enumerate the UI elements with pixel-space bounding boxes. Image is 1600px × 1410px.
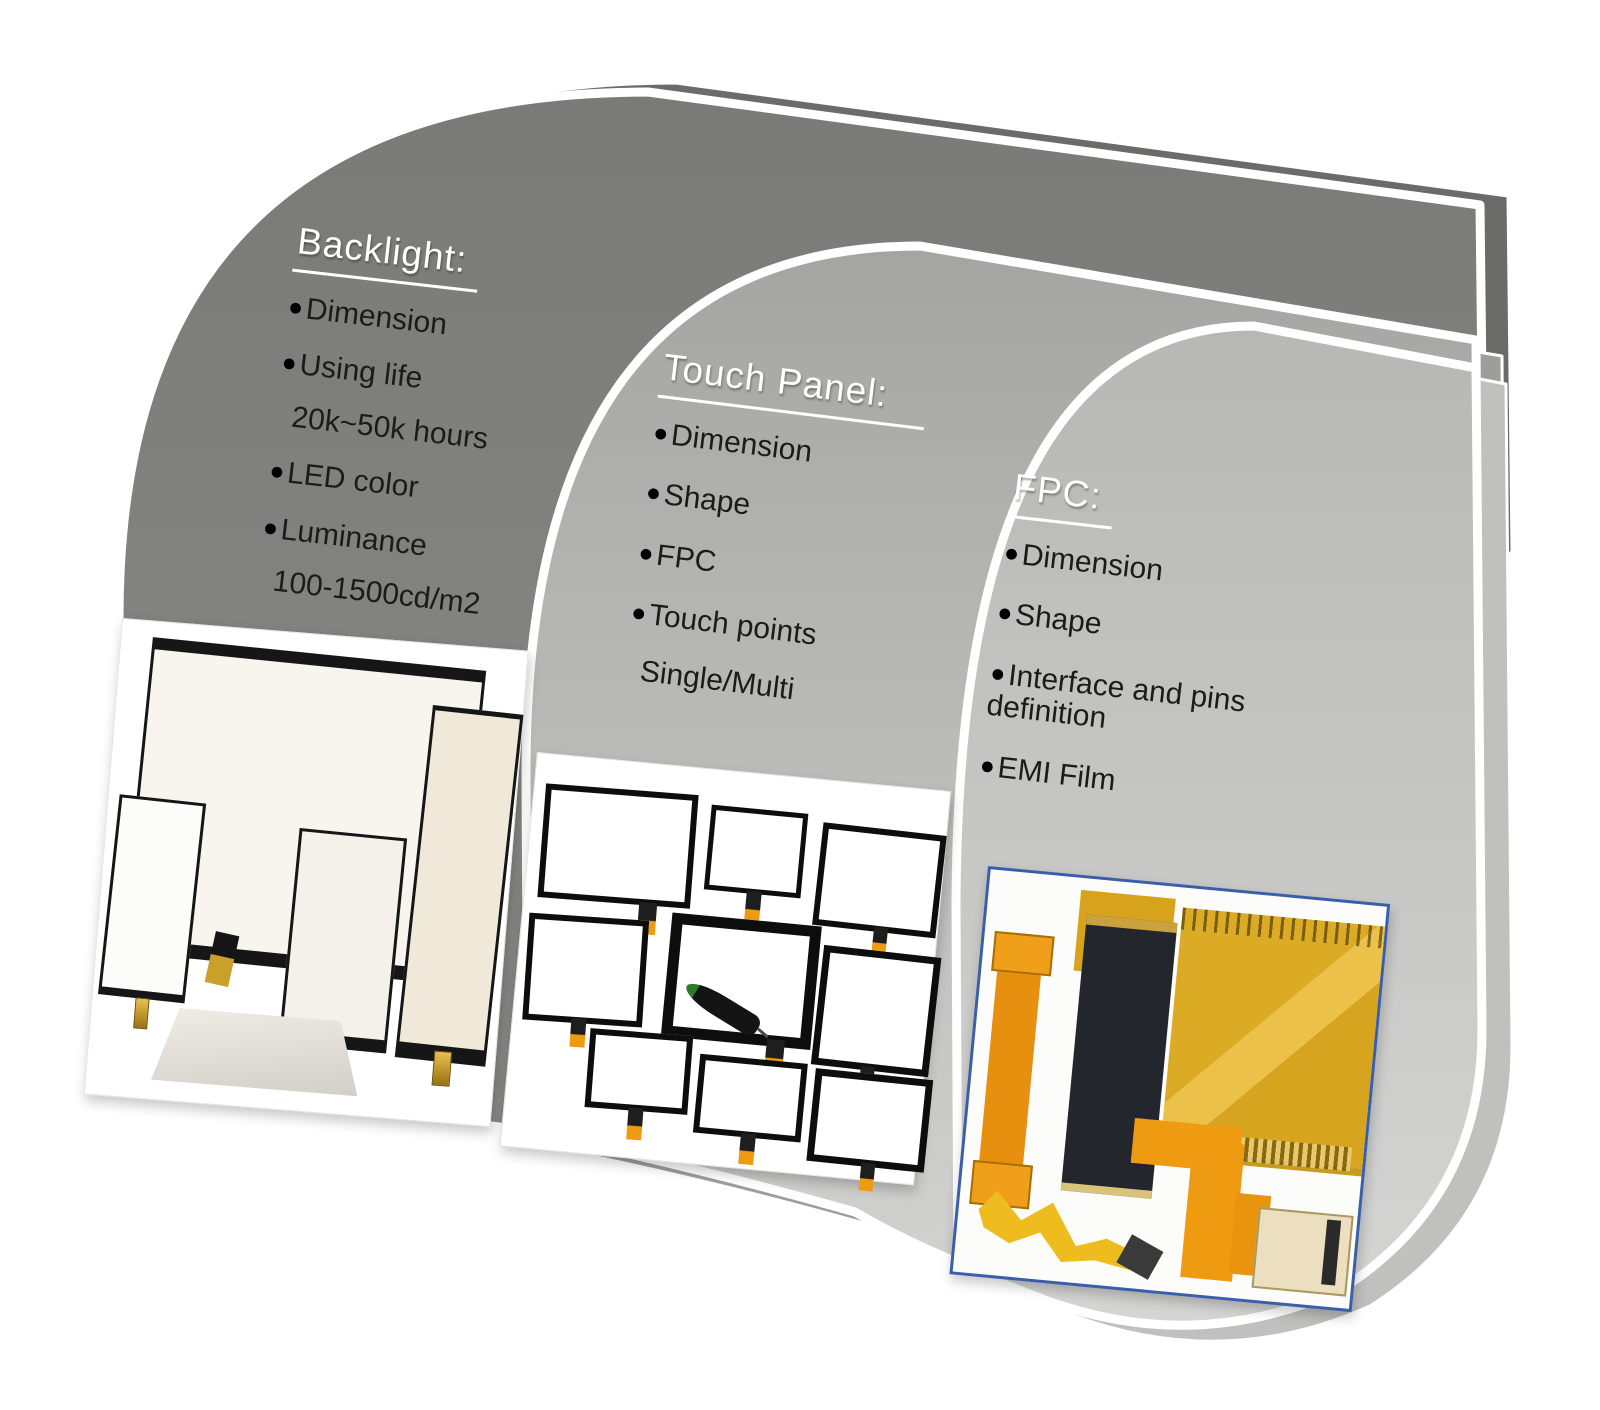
fpc-zigzag-tip [1116, 1233, 1164, 1280]
touch-panel-7 [584, 1028, 694, 1141]
touch-panel-9 [806, 1067, 934, 1192]
bullet-icon: ● [995, 598, 1014, 629]
touch-panel-photo [499, 752, 952, 1192]
backlight-list: ●Dimension ●Using life 20k~50k hours ●LE… [255, 292, 573, 629]
bullet-icon: ● [286, 292, 305, 323]
list-item: ●Dimension [286, 292, 449, 342]
list-item: ●FPC [636, 538, 719, 579]
touch-panel-8 [693, 1053, 808, 1166]
bullet-icon: ● [978, 750, 997, 781]
bullet-icon: ● [280, 348, 299, 379]
list-item: ●Dimension [1002, 538, 1165, 588]
bullet-icon: ● [261, 512, 280, 543]
fpc-connector-top-left [991, 930, 1055, 977]
touch-panel-list: ●Dimension ●Shape ●FPC ●Touch points Sin… [622, 417, 953, 722]
list-item: ●LED color [267, 456, 421, 505]
touch-panel-4 [522, 912, 650, 1048]
list-item: ●Luminance [261, 512, 429, 563]
touch-panel-1 [537, 782, 699, 936]
list-subitem: Single/Multi [638, 654, 797, 706]
backlight-connector-right [431, 1050, 453, 1087]
bullet-icon: ● [1002, 538, 1021, 569]
backlight-photo [83, 618, 529, 1128]
bullet-icon: ● [988, 658, 1008, 689]
backlight-section: Backlight: ●Dimension ●Using life 20k~50… [252, 220, 581, 652]
bullet-icon: ● [636, 538, 656, 568]
bullet-icon: ● [629, 598, 649, 628]
list-subitem: 100-1500cd/m2 [271, 564, 482, 621]
list-item: ●EMI Film [978, 750, 1118, 797]
bullet-icon: ● [644, 478, 663, 509]
list-subitem: 20k~50k hours [289, 400, 490, 456]
touch-panel-3 [811, 822, 947, 956]
fpc-title: FPC: [1008, 466, 1118, 530]
list-item: ●Shape [644, 478, 753, 522]
fpc-list: ●Dimension ●Shape ●Interface and pins de… [978, 538, 1349, 821]
list-item: ●Shape [995, 598, 1104, 642]
backlight-panel-left-small [98, 794, 207, 1004]
touch-panel-2 [703, 805, 809, 925]
fpc-photo [949, 866, 1391, 1313]
bullet-icon: ● [267, 456, 287, 487]
list-item: ●Using life [280, 348, 425, 396]
list-item: ●Touch points [629, 598, 819, 652]
touch-panel-6 [810, 945, 942, 1095]
backlight-connector-left [132, 997, 150, 1029]
bullet-icon: ● [651, 418, 671, 449]
touch-panel-section: Touch Panel: ●Dimension ●Shape ●FPC ●Tou… [619, 346, 962, 750]
list-item: ●Interface and pins definition [984, 658, 1248, 736]
fpc-section: FPC: ●Dimension ●Shape ●Interface and pi… [975, 466, 1357, 849]
